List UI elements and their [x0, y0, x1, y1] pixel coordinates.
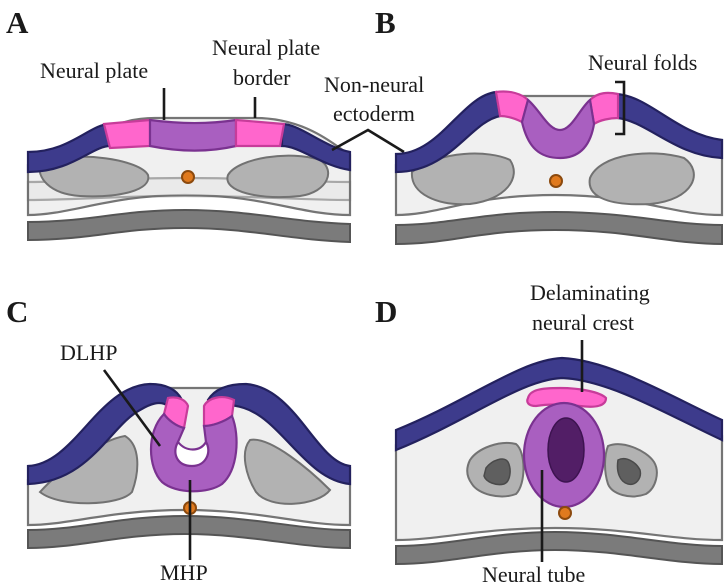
panel-a: A Neural plate Neural plate border Non-n… — [6, 5, 424, 242]
panel-d-neural-tube-lumen — [548, 418, 584, 482]
panel-b: B Neural folds — [375, 5, 722, 244]
panel-a-plate-border-right — [236, 120, 284, 146]
panel-b-letter: B — [375, 5, 396, 40]
panel-a-neural-plate — [150, 120, 236, 151]
panel-c-mhp-label: MHP — [160, 560, 208, 585]
panel-a-non-neural-label-2: ectoderm — [333, 101, 415, 126]
panel-a-gut-band — [28, 210, 350, 242]
panel-d-neural-tube-label: Neural tube — [482, 562, 585, 587]
panel-a-plate-border-label-1: Neural plate — [212, 35, 320, 60]
panel-a-plate-border-label-2: border — [233, 65, 291, 90]
panel-d-crest-label-2: neural crest — [532, 310, 634, 335]
panel-a-non-neural-label-1: Non-neural — [324, 72, 424, 97]
panel-a-notochord — [182, 171, 194, 183]
panel-c-dlhp-label: DLHP — [60, 340, 117, 365]
panel-d-notochord — [559, 507, 571, 519]
panel-b-notochord — [550, 175, 562, 187]
panel-d: D Delaminating neural crest Neural tube — [375, 280, 722, 587]
panel-b-neural-folds-label: Neural folds — [588, 50, 697, 75]
panel-a-neural-plate-label: Neural plate — [40, 58, 148, 83]
panel-c-letter: C — [6, 294, 28, 329]
panel-c: C DLHP MHP — [6, 294, 350, 585]
panel-d-crest-label-1: Delaminating — [530, 280, 650, 305]
panel-a-plate-border-left — [104, 120, 150, 148]
panel-b-gut-band — [396, 212, 722, 244]
panel-d-letter: D — [375, 294, 397, 329]
panel-a-letter: A — [6, 5, 29, 40]
panel-a-non-neural-pointer — [332, 130, 404, 152]
